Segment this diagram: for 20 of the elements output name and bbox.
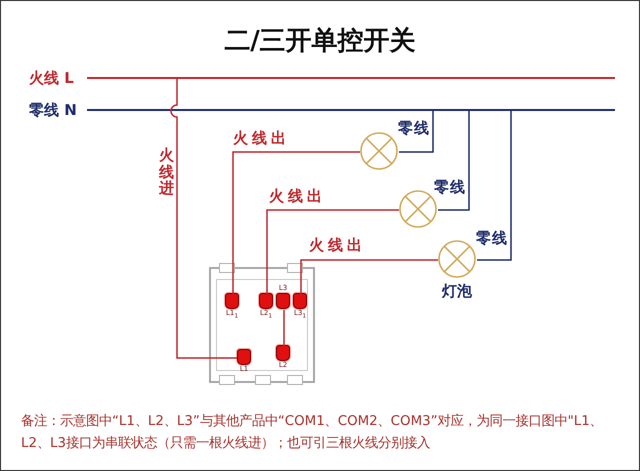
wire [170, 79, 237, 359]
edge-label: 火线出 [233, 130, 290, 147]
wire [266, 209, 399, 294]
wire [438, 111, 470, 211]
note-text: 备注：示意图中“L1、L2、L3”与其他产品中“COM1、COM2、COM3”对应，为同一接口图中"L1、L2、L3接口为串联状态（只需一根火线进）；也可引三根火线分别接入 [21, 412, 604, 453]
diagram-title: 二/三开单控开关 [223, 25, 417, 58]
wire [300, 259, 438, 294]
edge-label: 火线出 [309, 237, 366, 254]
edge-label: 火线出 [269, 188, 326, 205]
edge-label: 零线 [398, 120, 430, 137]
wire [399, 111, 434, 153]
edge-label: 火线进 [159, 147, 174, 196]
edge-label: 零线 [476, 230, 508, 247]
wire-label: 零线 N [29, 102, 77, 118]
wire [283, 310, 285, 346]
wire [232, 151, 360, 294]
edge-label: 零线 [434, 179, 466, 196]
wire [477, 111, 512, 261]
lamp-caption: 灯泡 [442, 282, 472, 300]
wire-label: 火线 L [29, 70, 74, 86]
